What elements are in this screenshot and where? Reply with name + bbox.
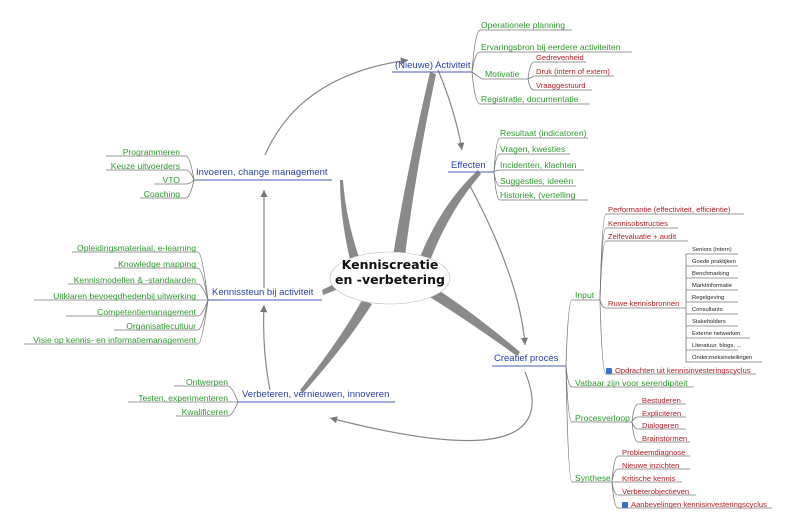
node-onderzoeksinstellingen: Onderzoeksinstellingen [692,355,753,361]
node-expliciteren: Expliciteren [642,409,682,418]
spoke-verbeteren [300,300,372,393]
node-druk: Druk (intern of extern) [536,67,610,76]
node-uitklaren: Uitklaren bevoegdhedenbij uitwerking [53,291,196,301]
node-creatief-proces: Creatief proces [494,353,559,364]
node-invoeren: Invoeren, change management [196,167,328,178]
cycle-activiteit-to-effecten [437,69,465,151]
node-vto: VTO [162,175,180,185]
node-kennisobstructies: Kennisobstructies [608,219,668,228]
node-marktinformatie: Marktinformatie [692,283,732,289]
node-kritische-kennis: Kritische kennis [622,474,676,483]
node-input: Input [575,290,595,300]
node-performantie: Performantie (effectiviteit, efficiëntie… [608,205,731,214]
node-kwalificeren: Kwalificeren [181,407,228,417]
node-bestuderen: Bestuderen [642,396,681,405]
node-testen: Testen, experimenteren [138,393,228,403]
node-opleidingsmateriaal: Opleidingsmateriaal, e-learning [77,243,196,253]
node-procesverloop: Procesverloop [575,413,630,423]
node-ervaringsbron: Ervaringsbron bij eerdere activiteiten [481,42,621,52]
node-operationele-planning: Operationele planning [481,20,566,30]
node-organisatiecultuur: Organisatiecultuur [126,321,196,331]
node-nieuwe-inzichten: Nieuwe inzichten [622,461,680,470]
spoke-creatief [428,286,520,356]
node-dialogeren: Dialogeren [642,421,679,430]
node-consultants: Consultants [692,307,723,313]
node-ruwe-kennisbronnen: Ruwe kennisbronnen [608,299,680,308]
node-kennissteun: Kennissteun bij activiteit [212,287,314,298]
link-icon [606,368,612,374]
spoke-invoeren [340,180,362,268]
node-zelfevaluatie: Zelfevaluatie + audit [608,232,677,241]
node-aanbevelingen[interactable]: Aanbevelingen kennisinvesteringscyclus [622,501,767,509]
node-programmeren: Programmeren [122,147,180,157]
spoke-activiteit [392,72,436,264]
node-verbeteren: Verbeteren, vernieuwen, innoveren [242,389,390,400]
node-benchmarking: Benchmarking [692,271,730,277]
node-visie: Visie op kennis- en informatiemanagement [33,335,196,345]
node-opdrachten[interactable]: Opdrachten uit kennisinvesteringscyclus [606,367,751,375]
node-vraaggestuurd: Vraaggestuurd [536,81,586,90]
spoke-effecten [418,170,481,266]
center-node: Kenniscreatie en -verbetering [332,257,448,287]
cycle-effecten-to-creatief [469,185,529,346]
node-historiek: Historiek, (vertelling [500,190,576,200]
node-ontwerpen: Ontwerpen [185,377,228,387]
node-probleemdiagnose: Probleemdiagnose [622,448,686,457]
cycle-creatief-to-verbeteren [329,371,533,442]
node-keuze-uitvoerders: Keuze uitvoerders [110,161,180,171]
node-motivatie: Motivatie [485,69,520,79]
node-vragen: Vragen, kwesties [500,144,566,154]
node-kennismodellen: Kennismodellen & -standaarden [73,275,196,285]
node-synthese: Synthese [575,473,611,483]
node-verbeterobjectieven: Verbeterobjectieven [622,487,690,496]
node-brainstormen: Brainstormen [642,434,688,443]
node-coaching: Coaching [143,189,180,199]
node-opdrachten-label: Opdrachten uit kennisinvesteringscyclus [615,366,751,375]
node-goede-praktijken: Goede praktijken [692,259,736,265]
node-seniors: Seniors (intern) [692,247,732,253]
node-suggesties: Suggesties, ideeën [500,176,574,186]
link-icon [622,502,628,508]
node-aanbevelingen-label: Aanbevelingen kennisinvesteringscyclus [631,500,767,509]
center-title-line2: en -verbetering [335,272,445,287]
cycle-verbeteren-to-kennissteun [260,304,271,391]
spoke-kennissteun [322,284,336,295]
node-stakeholders: Stakeholders [692,319,726,325]
node-literatuur: Literatuur, blogs, ... [692,343,742,349]
node-competentiemanagement: Competentiemanagement [97,307,196,317]
node-incidenten: Incidenten, klachten [500,160,577,170]
node-resultaat: Resultaat (indicatoren) [500,128,587,138]
center-node-bg [329,251,451,305]
node-effecten: Effecten [451,160,486,171]
node-registratie: Registratie, documentatie [481,94,579,104]
center-title-line1: Kenniscreatie [341,257,439,272]
node-gedrevenheid: Gedrevenheid [536,53,584,62]
node-regelgeving: Regelgeving [692,295,725,301]
node-vatbaar: Vatbaar zijn voor serendipiteit [575,378,688,388]
cycle-invoeren-to-activiteit [264,57,409,156]
node-knowledge-mapping: Knowledge mapping [118,259,196,269]
node-externe-netwerken: Externe netwerken [692,331,741,337]
node-activiteit: (Nieuwe) Activiteit [395,60,471,71]
